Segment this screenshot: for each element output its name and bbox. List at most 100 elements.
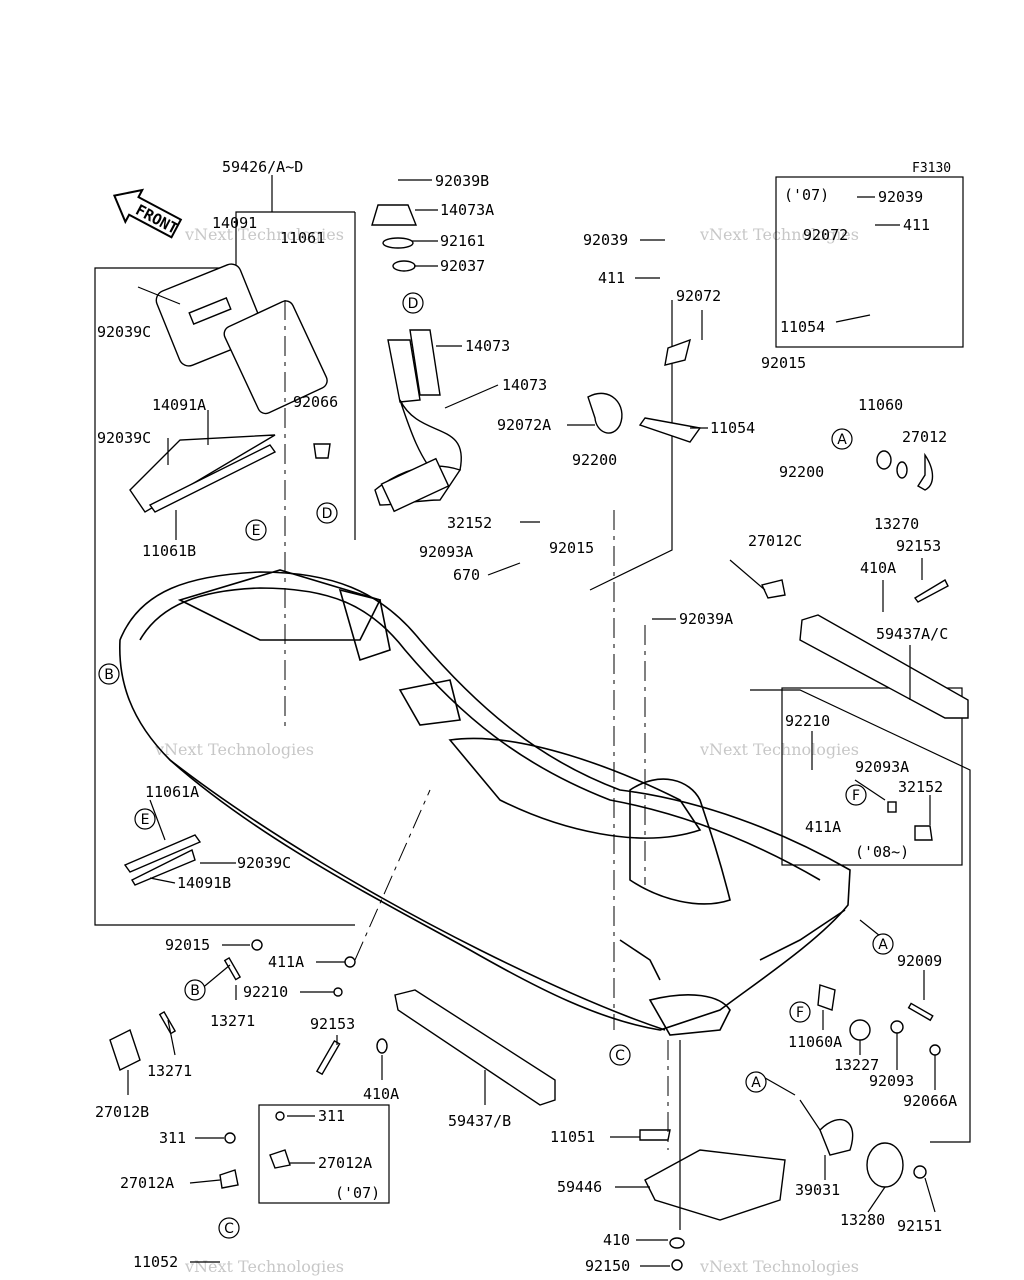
- watermark-text: vNext Technologies: [184, 225, 344, 244]
- part-label: 27012A: [120, 1174, 174, 1192]
- part-label: 410A: [363, 1085, 399, 1103]
- callout-marker: E: [134, 808, 156, 830]
- watermark-text: vNext Technologies: [184, 1257, 344, 1276]
- alignment-lines: [284, 300, 669, 1150]
- callout-letter: B: [104, 667, 114, 683]
- part-label: 14091: [212, 214, 257, 232]
- callout-letter: D: [408, 296, 419, 312]
- variant-label-07: ('07): [784, 186, 829, 204]
- part-label: 11061B: [142, 542, 196, 560]
- part-label: 59437A/C: [876, 625, 948, 643]
- callout-marker: C: [218, 1217, 240, 1239]
- part-label: 11060: [858, 396, 903, 414]
- watermarks: vNext Technologies vNext Technologies vN…: [154, 225, 859, 1276]
- part-label: 14073A: [440, 201, 494, 219]
- part-label: 92153: [896, 537, 941, 555]
- frame-lines: [94, 176, 971, 1204]
- part-label: 670: [453, 566, 480, 584]
- part-label: 11051: [550, 1128, 595, 1146]
- part-label: 92200: [779, 463, 824, 481]
- part-label: 27012C: [748, 532, 802, 550]
- variant-label-07: ('07): [335, 1184, 380, 1202]
- part-label: 13271: [210, 1012, 255, 1030]
- callout-letter: A: [837, 432, 847, 448]
- part-label: 410A: [860, 559, 896, 577]
- watermark-text: vNext Technologies: [699, 740, 859, 759]
- part-label: 92153: [310, 1015, 355, 1033]
- part-label: 92161: [440, 232, 485, 250]
- part-label: 92151: [897, 1217, 942, 1235]
- part-label: 11060A: [788, 1033, 842, 1051]
- callout-marker: C: [609, 1044, 631, 1066]
- part-label: 32152: [898, 778, 943, 796]
- callout-letter: E: [141, 812, 150, 828]
- part-label: 92072: [803, 226, 848, 244]
- part-label: 92039C: [237, 854, 291, 872]
- part-label: 11061A: [145, 783, 199, 801]
- part-label: 311: [318, 1107, 345, 1125]
- part-label: 13227: [834, 1056, 879, 1074]
- part-label: 411A: [268, 953, 304, 971]
- part-label: 11052: [133, 1253, 178, 1271]
- callout-marker: B: [98, 663, 120, 685]
- part-label: 92210: [785, 712, 830, 730]
- callout-letter: F: [852, 788, 860, 804]
- front-arrow: FRONT: [112, 188, 183, 239]
- part-label: 92039: [878, 188, 923, 206]
- callout-letter: A: [751, 1075, 761, 1091]
- callout-letter: C: [224, 1221, 234, 1237]
- part-label: 27012B: [95, 1103, 149, 1121]
- part-label: 411: [903, 216, 930, 234]
- part-label: 11054: [780, 318, 825, 336]
- callout-marker: F: [845, 784, 867, 806]
- part-label: 411: [598, 269, 625, 287]
- part-label: 59446: [557, 1178, 602, 1196]
- part-label: 92093A: [419, 543, 473, 561]
- part-label: 92066A: [903, 1092, 957, 1110]
- callout-letter: F: [796, 1005, 804, 1021]
- part-label: 92093A: [855, 758, 909, 776]
- part-label: 11061: [280, 229, 325, 247]
- part-label: 14073: [465, 337, 510, 355]
- watermark-text: vNext Technologies: [699, 1257, 859, 1276]
- part-label: 92015: [165, 936, 210, 954]
- callout-marker: E: [245, 519, 267, 541]
- callout-letter: D: [322, 506, 333, 522]
- part-label: 92066: [293, 393, 338, 411]
- part-label: 411A: [805, 818, 841, 836]
- callout-marker: A: [872, 933, 894, 955]
- part-label: 92039C: [97, 429, 151, 447]
- callout-marker: A: [745, 1071, 767, 1093]
- callout-marker: D: [402, 292, 424, 314]
- part-label: 92072: [676, 287, 721, 305]
- part-label: 14091B: [177, 874, 231, 892]
- part-label: 92210: [243, 983, 288, 1001]
- callout-letter: E: [252, 523, 261, 539]
- part-label: 13271: [147, 1062, 192, 1080]
- variant-label-08: ('08~): [855, 843, 909, 861]
- callout-letter: A: [878, 937, 888, 953]
- part-label: 92072A: [497, 416, 551, 434]
- part-label: 59437/B: [448, 1112, 511, 1130]
- leader-lines: [127, 175, 936, 1267]
- part-label: 92037: [440, 257, 485, 275]
- part-label: 92039A: [679, 610, 733, 628]
- hull-body: [118, 569, 851, 1036]
- part-label: 311: [159, 1129, 186, 1147]
- part-label: 14091A: [152, 396, 206, 414]
- watermark-text: vNext Technologies: [154, 740, 314, 759]
- part-label: 410: [603, 1231, 630, 1249]
- part-label: 14073: [502, 376, 547, 394]
- part-label: 92015: [549, 539, 594, 557]
- callout-marker: D: [316, 502, 338, 524]
- callouts: D E D B A E F A B C F A C: [98, 292, 894, 1239]
- part-label: 32152: [447, 514, 492, 532]
- callout-marker: A: [831, 428, 853, 450]
- part-label: 92093: [869, 1072, 914, 1090]
- watermark-text: vNext Technologies: [699, 225, 859, 244]
- part-label: 92200: [572, 451, 617, 469]
- part-label: 27012: [902, 428, 947, 446]
- callout-marker: B: [184, 979, 206, 1001]
- part-label: 11054: [710, 419, 755, 437]
